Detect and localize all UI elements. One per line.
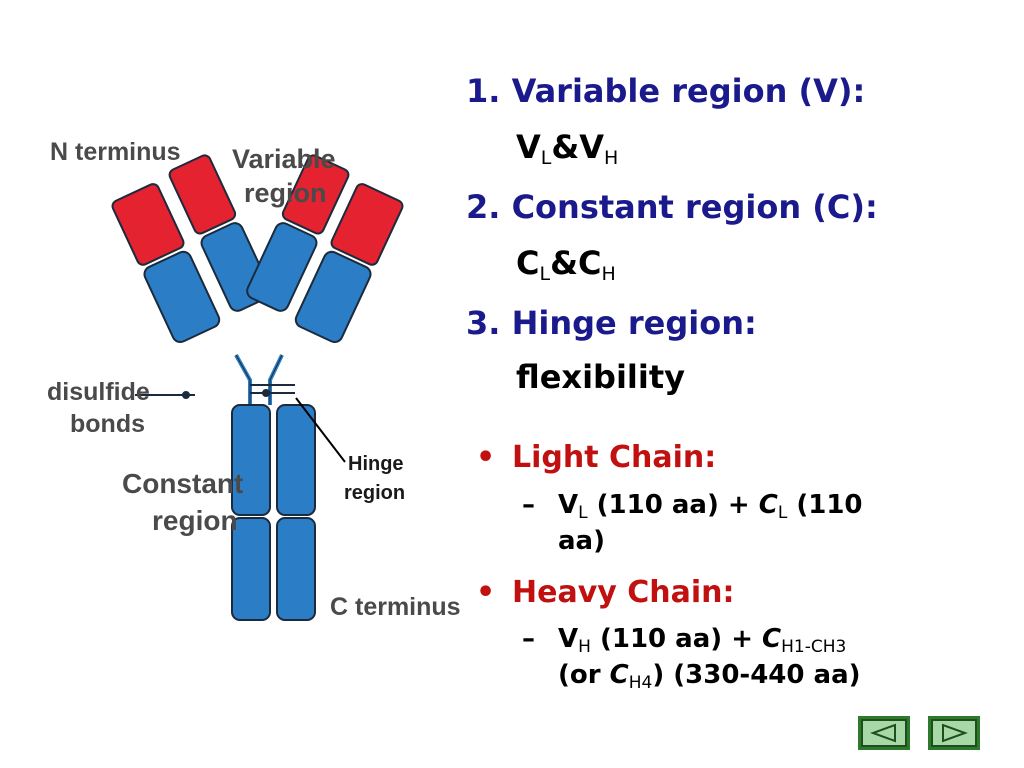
constant-domain-ch2-right bbox=[276, 404, 316, 516]
heavy-chain-line2: (or CH4) (330-440 aa) bbox=[558, 660, 861, 693]
dash-icon: – bbox=[522, 624, 535, 654]
triangle-right-icon bbox=[942, 723, 968, 743]
heavy-chain-heading: •Heavy Chain: bbox=[476, 575, 735, 610]
heavy-chain-line1: –VH (110 aa) + CH1-CH3 bbox=[522, 624, 847, 657]
next-slide-button[interactable] bbox=[928, 716, 980, 750]
light-chain-line1: –VL (110 aa) + CL (110 bbox=[522, 490, 863, 523]
c-terminus-label: C terminus bbox=[330, 593, 460, 621]
region-1-detail: VL&VH bbox=[516, 128, 619, 169]
dash-icon: – bbox=[522, 490, 535, 520]
fc-stem bbox=[231, 404, 316, 621]
region-3-title: 3. Hinge region: bbox=[466, 304, 757, 342]
constant-domain-heavy bbox=[246, 222, 318, 312]
constant-domain-ch3-left bbox=[231, 517, 271, 621]
constant-domain-light bbox=[294, 250, 372, 344]
region-3-detail: flexibility bbox=[516, 358, 685, 396]
hinge-region-label-line2: region bbox=[344, 482, 405, 504]
hinge-pointer-line bbox=[295, 397, 346, 463]
triangle-left-icon bbox=[870, 723, 896, 743]
constant-domain-ch3-right bbox=[276, 517, 316, 621]
bullet-icon: • bbox=[476, 440, 496, 475]
variable-region-label-line1: Variable bbox=[232, 144, 336, 174]
constant-domain-ch2-left bbox=[231, 404, 271, 516]
constant-domain-light bbox=[143, 250, 221, 344]
hinge-connectors bbox=[234, 354, 284, 405]
variable-domain-light bbox=[111, 183, 185, 266]
disulfide-label-line1: disulfide bbox=[47, 378, 150, 406]
right-inner-chain bbox=[246, 154, 350, 312]
antibody-structure bbox=[111, 154, 404, 621]
variable-domain-heavy bbox=[281, 154, 350, 235]
constant-region-label-line1: Constant bbox=[122, 468, 243, 499]
previous-slide-button[interactable] bbox=[858, 716, 910, 750]
hinge-region-label-line1: Hinge bbox=[348, 453, 404, 475]
left-outer-chain bbox=[111, 183, 221, 344]
region-1-title: 1. Variable region (V): bbox=[466, 72, 866, 110]
variable-region-label-line2: region bbox=[244, 178, 327, 208]
variable-domain-heavy bbox=[168, 154, 237, 235]
region-2-detail: CL&CH bbox=[516, 244, 616, 285]
region-2-title: 2. Constant region (C): bbox=[466, 188, 878, 226]
disulfide-label-line2: bonds bbox=[70, 410, 145, 438]
constant-region-label-line2: region bbox=[152, 505, 238, 536]
right-arm bbox=[246, 154, 404, 344]
right-outer-chain bbox=[294, 183, 404, 344]
disulfide-bond-lines bbox=[135, 384, 295, 399]
light-chain-line2: aa) bbox=[558, 526, 605, 556]
light-chain-heading: •Light Chain: bbox=[476, 440, 717, 475]
antibody-diagram: N terminus Variable region disulfide bon… bbox=[47, 138, 460, 621]
variable-domain-light bbox=[330, 183, 404, 266]
bullet-icon: • bbox=[476, 575, 496, 610]
n-terminus-label: N terminus bbox=[50, 138, 181, 166]
